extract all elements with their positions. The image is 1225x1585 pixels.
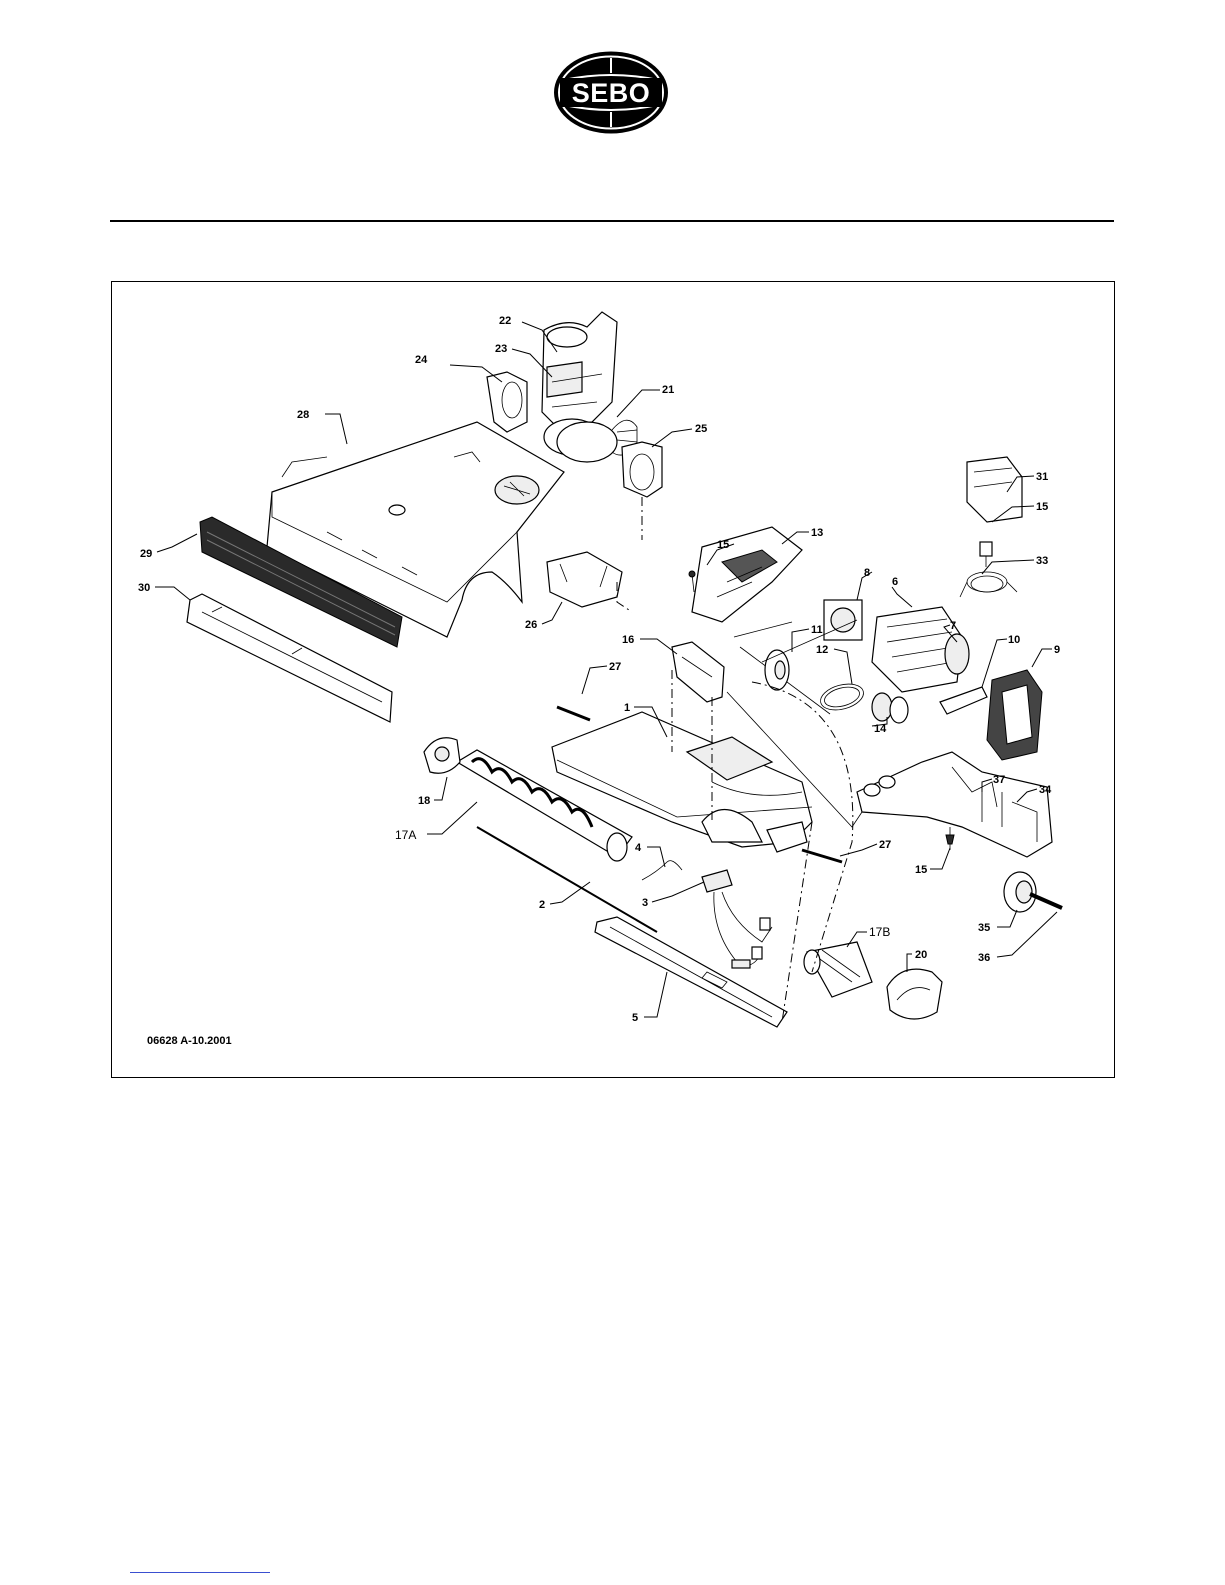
label-17A: 17A [395, 828, 416, 842]
part-16-plate [672, 642, 724, 702]
label-8: 8 [864, 567, 870, 579]
part-5-baseplate [595, 917, 787, 1027]
part-15-screw-board [689, 571, 695, 592]
part-25-clamp [622, 442, 662, 497]
label-2: 2 [539, 899, 545, 911]
label-10: 10 [1008, 634, 1020, 646]
label-24: 24 [415, 354, 428, 366]
label-30: 30 [138, 582, 150, 594]
part-20-cover [887, 969, 942, 1019]
label-14: 14 [874, 723, 887, 735]
part-18-endcap [424, 738, 460, 774]
part-12-belt [818, 680, 867, 715]
label-27-bottom: 27 [879, 839, 891, 851]
header-rule [110, 220, 1114, 222]
label-15-board: 15 [717, 539, 729, 551]
label-20: 20 [915, 949, 927, 961]
label-16: 16 [622, 634, 634, 646]
label-34: 34 [1039, 784, 1052, 796]
part-9-filter [987, 670, 1042, 760]
label-1: 1 [624, 702, 630, 714]
label-11: 11 [811, 624, 823, 636]
part-4-wire [642, 861, 682, 880]
label-12: 12 [816, 644, 828, 656]
label-15-top: 15 [1036, 501, 1048, 513]
label-36: 36 [978, 952, 990, 964]
diagram-frame: 22 23 24 21 25 28 29 30 26 31 15 33 15 1… [111, 281, 1115, 1078]
part-33-spring [960, 572, 1017, 597]
label-26: 26 [525, 619, 537, 631]
part-11-shaft [740, 647, 830, 714]
part-24-clamp [487, 372, 527, 432]
label-25: 25 [695, 423, 707, 435]
label-23: 23 [495, 343, 507, 355]
label-7: 7 [950, 620, 956, 632]
label-37: 37 [993, 774, 1005, 786]
label-18: 18 [418, 795, 430, 807]
label-6: 6 [892, 576, 898, 588]
part-14-pulley [872, 693, 908, 723]
label-33: 33 [1036, 555, 1048, 567]
label-4: 4 [635, 842, 642, 854]
part-17B-brushroll [804, 942, 872, 997]
label-17B: 17B [869, 925, 890, 939]
part-26-bracket [547, 552, 622, 607]
label-9: 9 [1054, 644, 1060, 656]
label-35: 35 [978, 922, 990, 934]
label-29: 29 [140, 548, 152, 560]
part-31-switch [967, 457, 1022, 567]
logo-text: SEBO [572, 78, 651, 108]
label-31: 31 [1036, 471, 1048, 483]
label-5: 5 [632, 1012, 638, 1024]
part-2-rod [477, 827, 657, 932]
label-22: 22 [499, 315, 511, 327]
part-15-screw [946, 827, 954, 850]
label-27-top: 27 [609, 661, 621, 673]
part-3-harness [702, 870, 772, 968]
footer-link-line [130, 1572, 270, 1573]
label-21: 21 [662, 384, 674, 396]
label-28: 28 [297, 409, 309, 421]
label-15-bottom: 15 [915, 864, 927, 876]
sebo-logo: SEBO [552, 50, 670, 135]
exploded-parts-diagram: 22 23 24 21 25 28 29 30 26 31 15 33 15 1… [112, 282, 1114, 1077]
label-3: 3 [642, 897, 648, 909]
label-13: 13 [811, 527, 823, 539]
drawing-code: 06628 A-10.2001 [147, 1035, 232, 1047]
part-10-clip [940, 687, 987, 714]
part-35-wheel [1004, 872, 1062, 912]
